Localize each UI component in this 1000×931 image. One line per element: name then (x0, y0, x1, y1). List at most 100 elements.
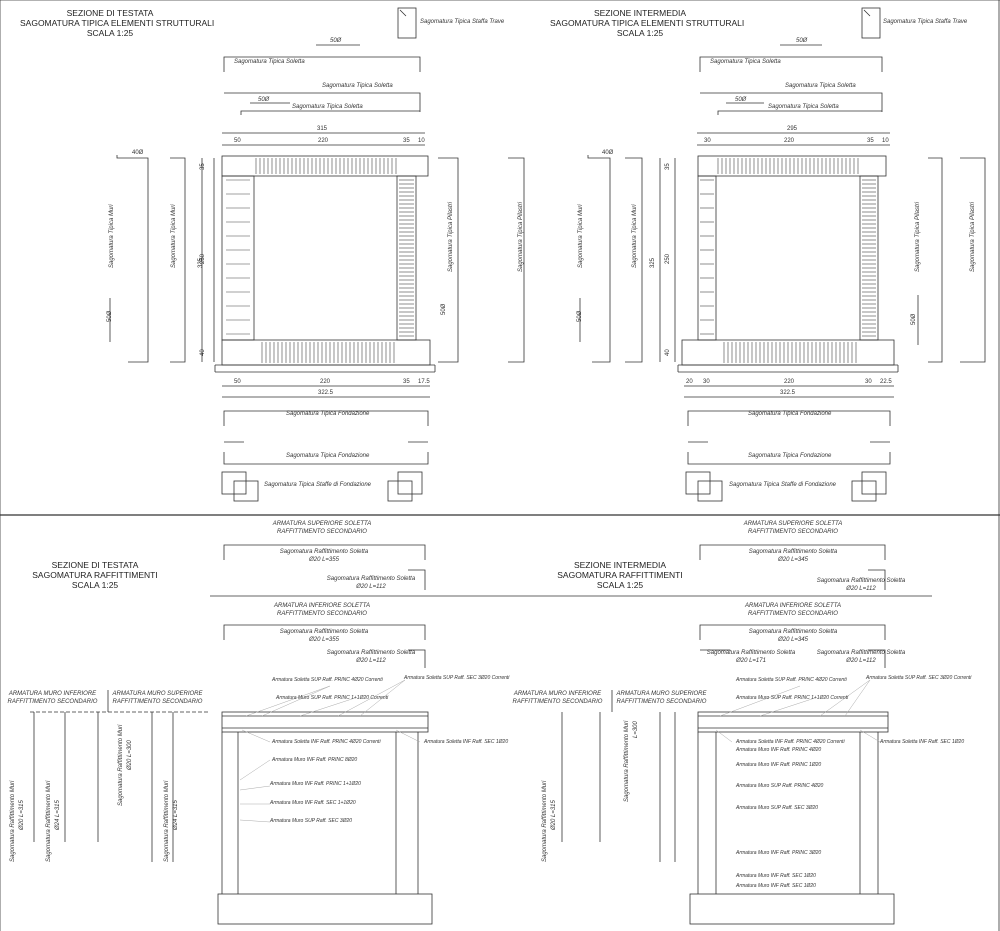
wall-v-bl-1: Sagomatura Raffittimento Muri (10, 780, 16, 862)
label-found-2: Sagomatura Tipica Fondazione (286, 453, 370, 459)
top-left-section (109, 7, 525, 502)
raf5-br-1: Sagomatura Raffittimento Soletta (816, 650, 906, 656)
label-slab-r3: Sagomatura Tipica Soletta (768, 104, 839, 110)
wall-v-bl-2: Sagomatura Raffittimento Muri (46, 780, 52, 862)
title-line-1: SEZIONE DI TESTATA (66, 8, 154, 18)
arm-inf-br: ARMATURA INFERIORE SOLETTA RAFFITTIMENTO… (733, 602, 853, 618)
wall-left-r (697, 175, 717, 341)
wall-v-bl-3: Sagomatura Raffittimento Muri (118, 724, 124, 806)
raf1-bl: Sagomatura Raffittimento Soletta Ø20 L=3… (264, 548, 384, 564)
raf3-br-2: Ø20 L=345 (778, 637, 808, 643)
lap-top-r: 50Ø (796, 38, 808, 44)
label-walls-r2: Sagomatura Tipica Muri (632, 204, 638, 268)
label-walls-r1: Sagomatura Tipica Muri (578, 204, 584, 268)
note-br-1: Armatura Soletta SUP Raff. PRINC 4Ø20 Co… (736, 677, 847, 683)
dim-left-r3: 40 (665, 349, 671, 356)
note-bl-8: Armatura Muro INF Raff. SEC 1+1Ø20 (270, 800, 356, 806)
label-found-r2: Sagomatura Tipica Fondazione (748, 453, 832, 459)
arm-sup-br: ARMATURA SUPERIORE SOLETTA RAFFITTIMENTO… (733, 520, 853, 536)
dim-total: 315 (317, 126, 328, 132)
raf2-bl-2: Ø20 L=112 (356, 584, 386, 590)
note-bl-6: Armatura Muro INF Raff. PRINC 8Ø20 (272, 757, 358, 763)
dim-top-4: 10 (418, 138, 425, 144)
arm-inf-br-2: RAFFITTIMENTO SECONDARIO (748, 611, 838, 617)
raf1-bl-2: Ø20 L=355 (309, 557, 339, 563)
arm-sup-bl: ARMATURA SUPERIORE SOLETTA RAFFITTIMENTO… (262, 520, 382, 536)
raf2-br: Sagomatura Raffittimento Soletta Ø20 L=1… (806, 577, 916, 593)
lap-mid-r: 50Ø (735, 97, 747, 103)
label-found-stirrups-r: Sagomatura Tipica Staffe di Fondazione (729, 482, 837, 488)
muro-sup-bl-2: RAFFITTIMENTO SECONDARIO (112, 699, 203, 705)
label-found-stirrups: Sagomatura Tipica Staffe di Fondazione (264, 482, 372, 488)
raf2-br-1: Sagomatura Raffittimento Soletta (816, 578, 906, 584)
pillar-right (396, 175, 417, 341)
title-bl-line-1: SEZIONE DI TESTATA (51, 560, 139, 570)
lap-mid: 50Ø (258, 97, 270, 103)
label-beam-stirrup: Sagomatura Tipica Staffa Trave (420, 19, 505, 25)
title-r-line-3: SCALA 1:25 (616, 28, 664, 38)
pillar-shape-2 (508, 157, 525, 363)
lap-wall-low-r: 50Ø (577, 310, 583, 322)
bottom-right-section (561, 544, 895, 925)
dim-left-3: 40 (200, 349, 206, 356)
arm-sup-bl-1: ARMATURA SUPERIORE SOLETTA (272, 521, 372, 527)
muro-inf-bl: ARMATURA MURO INFERIORE RAFFITTIMENTO SE… (5, 690, 100, 706)
note-br-11: Armatura Muro INF Raff. SEC 1Ø20 (736, 873, 816, 879)
label-found-r1: Sagomatura Tipica Fondazione (748, 411, 832, 417)
arm-inf-br-1: ARMATURA INFERIORE SOLETTA (745, 603, 841, 609)
dim-bottom-r1: 20 (686, 379, 693, 385)
dim-left-r1: 35 (665, 163, 671, 170)
raf1-br-2: Ø20 L=345 (778, 557, 808, 563)
dim-top-3: 35 (403, 138, 410, 144)
dim-left-1: 35 (200, 163, 206, 170)
slab-shape-1 (223, 56, 421, 72)
arm-sup-br-2: RAFFITTIMENTO SECONDARIO (748, 529, 838, 535)
dim-bottom-total: 322.5 (318, 390, 334, 396)
note-bl-2: Armatura Soletta SUP Raff. SEC 3Ø20 Corr… (404, 675, 510, 681)
muro-inf-br-1: ARMATURA MURO INFERIORE (513, 691, 602, 697)
lap-pillar: 50Ø (441, 303, 447, 315)
dim-bottom-r2: 30 (703, 379, 710, 385)
note-br-7: Armatura Muro INF Raff. PRINC 1Ø20 (736, 762, 822, 768)
foundation-shape-2 (223, 452, 429, 465)
title-line-3: SCALA 1:25 (86, 28, 134, 38)
wall-v-bl-2b: Ø24 L=315 (55, 800, 61, 830)
dim-left-2: 250 (200, 253, 206, 264)
raf1-bl-1: Sagomatura Raffittimento Soletta (279, 549, 369, 555)
dim-bottom-3: 35 (403, 379, 410, 385)
note-bl-3: Armatura Muro SUP Raff. PRINC 1+1Ø20 Cor… (276, 695, 389, 701)
raf3-bl: Sagomatura Raffittimento Soletta Ø20 L=3… (264, 628, 384, 644)
title-top-left: SEZIONE DI TESTATA SAGOMATURA TIPICA ELE… (20, 8, 214, 38)
label-found-1: Sagomatura Tipica Fondazione (286, 411, 370, 417)
slab-shape-r1 (699, 56, 883, 72)
slab-top (221, 155, 429, 177)
lap-wall-low: 50Ø (107, 310, 113, 322)
title-r-line-1: SEZIONE INTERMEDIA (593, 8, 687, 18)
dim-top-r4: 10 (882, 138, 889, 144)
dim-bottom-4: 17.5 (418, 379, 430, 385)
beam-stirrup-shape-r (861, 7, 881, 39)
slab-shape-2 (224, 92, 421, 112)
note-bl-4: Armatura Soletta INF Raff. PRINC 4Ø20 Co… (272, 739, 381, 745)
wall-shape-2 (170, 157, 186, 363)
note-br-8: Armatura Muro SUP Raff. PRINC 4Ø20 (736, 783, 824, 789)
note-bl-1: Armatura Soletta SUP Raff. PRINC 4Ø20 Co… (272, 677, 383, 683)
foundation-shape-1 (223, 410, 429, 426)
pillar-shape-1 (438, 157, 459, 363)
wall-v-bl-4: Sagomatura Raffittimento Muri (164, 780, 170, 862)
title-r-line-2: SAGOMATURA TIPICA ELEMENTI STRUTTURALI (550, 18, 745, 28)
label-pillars-2: Sagomatura Tipica Pilastri (518, 202, 524, 272)
slab-raf-left (221, 711, 429, 733)
note-bl-7: Armatura Muro INF Raff. PRINC 1+1Ø20 (270, 781, 361, 787)
dim-bottom-1: 50 (234, 379, 241, 385)
raf3-bl-2: Ø20 L=355 (309, 637, 339, 643)
muro-sup-br-1: ARMATURA MURO SUPERIORE (616, 691, 707, 697)
note-br-2: Armatura Soletta SUP Raff. SEC 3Ø20 Corr… (866, 675, 972, 681)
raf5-br-2: Ø20 L=112 (846, 658, 876, 664)
note-br-5: Armatura Muro INF Raff. PRINC 4Ø20 (736, 747, 822, 753)
raf4-bl-1: Sagomatura Raffittimento Soletta (326, 650, 416, 656)
muro-inf-bl-2: RAFFITTIMENTO SECONDARIO (7, 699, 98, 705)
slab-top-r (697, 155, 887, 177)
wall-v-br-1: Sagomatura Raffittimento Muri (542, 780, 548, 862)
